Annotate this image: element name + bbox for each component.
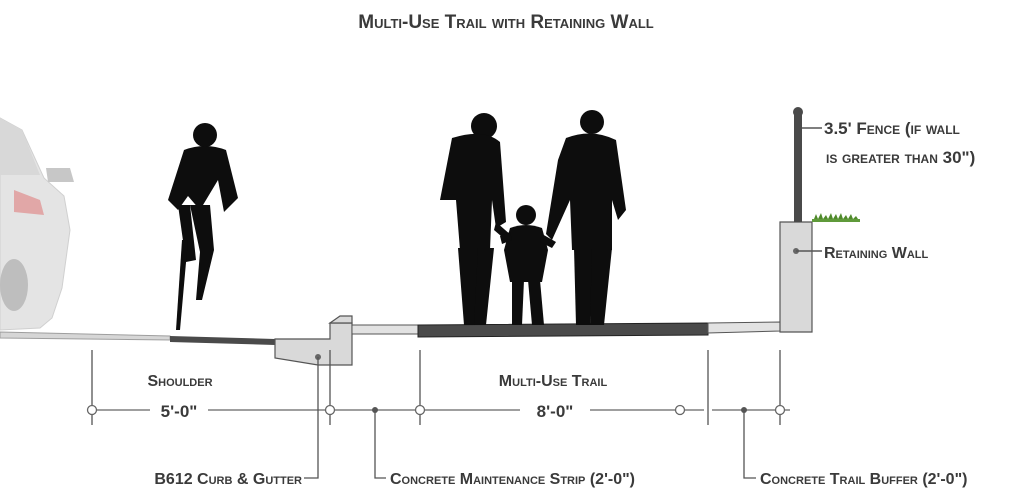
cyclist-silhouette xyxy=(168,123,238,330)
fence-callout-line1: 3.5' Fence (if wall xyxy=(824,119,960,138)
trail-buffer xyxy=(707,321,781,334)
trail-width: 8'-0" xyxy=(537,402,574,421)
road-shoulder xyxy=(0,331,171,341)
grass-strip xyxy=(812,213,860,222)
trail-surface xyxy=(417,322,709,338)
dimension-nodes xyxy=(86,404,786,416)
curb-and-gutter xyxy=(274,315,353,366)
buffer-leader xyxy=(743,410,756,479)
pedestrian-adult-left xyxy=(440,113,512,325)
node-trail-right xyxy=(674,404,686,416)
shoulder-width: 5'-0" xyxy=(161,402,198,421)
node-shoulder-right xyxy=(324,404,336,416)
fence-callout-line2: is greater than 30") xyxy=(826,148,975,167)
pedestrian-child xyxy=(500,205,556,325)
bottom-leaders xyxy=(304,357,756,479)
retaining-wall xyxy=(779,221,813,333)
node-buffer-right xyxy=(774,404,786,416)
pedestrian-adult-right xyxy=(546,110,626,325)
shoulder-asphalt xyxy=(170,336,275,345)
trail-label: Multi-Use Trail xyxy=(499,373,608,390)
trail-buffer-label: Concrete Trail Buffer (2'-0") xyxy=(760,471,968,488)
node-shoulder-left xyxy=(86,404,98,416)
car-image xyxy=(0,117,74,331)
maintenance-strip-label: Concrete Maintenance Strip (2'-0") xyxy=(390,471,635,488)
shoulder-label: Shoulder xyxy=(147,373,212,390)
node-trail-left xyxy=(414,404,426,416)
fence-post xyxy=(793,107,803,222)
maintenance-strip xyxy=(351,324,419,335)
retaining-wall-callout: Retaining Wall xyxy=(824,245,929,262)
curb-leader xyxy=(304,357,319,479)
strip-leader xyxy=(374,410,386,479)
diagram-title: Multi-Use Trail with Retaining Wall xyxy=(358,12,654,33)
curb-gutter-label: B612 Curb & Gutter xyxy=(154,471,302,488)
